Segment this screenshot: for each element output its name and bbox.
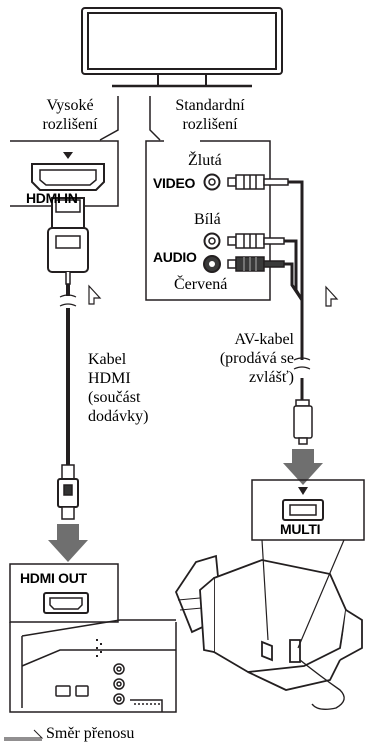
hdmi-plug-icon — [47, 197, 89, 285]
camcorder-side-panel — [9, 619, 177, 713]
high-res-label: Vysoké rozlišení — [30, 96, 110, 134]
multi-label: MULTI — [280, 521, 321, 537]
av-input-panel — [145, 140, 271, 301]
hdmi-cable-line3: (součást — [88, 389, 141, 406]
hdmi-cable-line1: Kabel — [88, 351, 127, 368]
hdmi-cable-line2: HDMI — [88, 370, 131, 387]
std-res-line2: rozlišení — [182, 116, 238, 133]
rca-jack-icon — [203, 173, 221, 273]
av-cable-line3: zvlášť) — [248, 369, 294, 386]
hdmi-port-icon — [43, 592, 89, 614]
white-label: Bílá — [194, 211, 221, 228]
hdmi-port-icon — [31, 163, 105, 191]
hdmi-in-panel — [10, 140, 119, 207]
hdmi-out-panel — [9, 563, 119, 623]
red-label: Červená — [174, 276, 228, 293]
std-res-line1: Standardní — [175, 97, 245, 114]
yellow-label: Žlutá — [188, 152, 222, 169]
std-res-label: Standardní rozlišení — [160, 96, 260, 134]
tv-icon — [81, 7, 283, 88]
high-res-line1: Vysoké — [46, 97, 94, 114]
av-cable-line2: (prodává se — [219, 350, 294, 367]
camcorder-icon — [174, 554, 363, 711]
legend-label: Směr přenosu — [46, 725, 135, 742]
up-arrow-icon — [88, 284, 339, 307]
down-arrow-icon — [48, 449, 323, 562]
transfer-direction-icon — [4, 729, 44, 741]
hdmi-out-label: HDMI OUT — [20, 570, 87, 586]
hdmi-cable-line4: dodávky) — [88, 408, 149, 425]
rca-plugs — [227, 174, 289, 272]
multi-plug-icon — [293, 405, 313, 439]
high-res-line2: rozlišení — [42, 116, 98, 133]
hdmi-plug-icon — [57, 464, 79, 520]
multi-panel — [251, 479, 365, 541]
av-cable-label: AV-kabel (prodává se zvlášť) — [204, 330, 294, 387]
video-label: VIDEO — [153, 175, 196, 191]
hdmi-in-label: HDMI IN — [26, 190, 78, 206]
hdmi-cable-label: Kabel HDMI (součást dodávky) — [88, 350, 148, 426]
av-cable-line1: AV-kabel — [234, 331, 294, 348]
audio-label: AUDIO — [153, 249, 197, 265]
